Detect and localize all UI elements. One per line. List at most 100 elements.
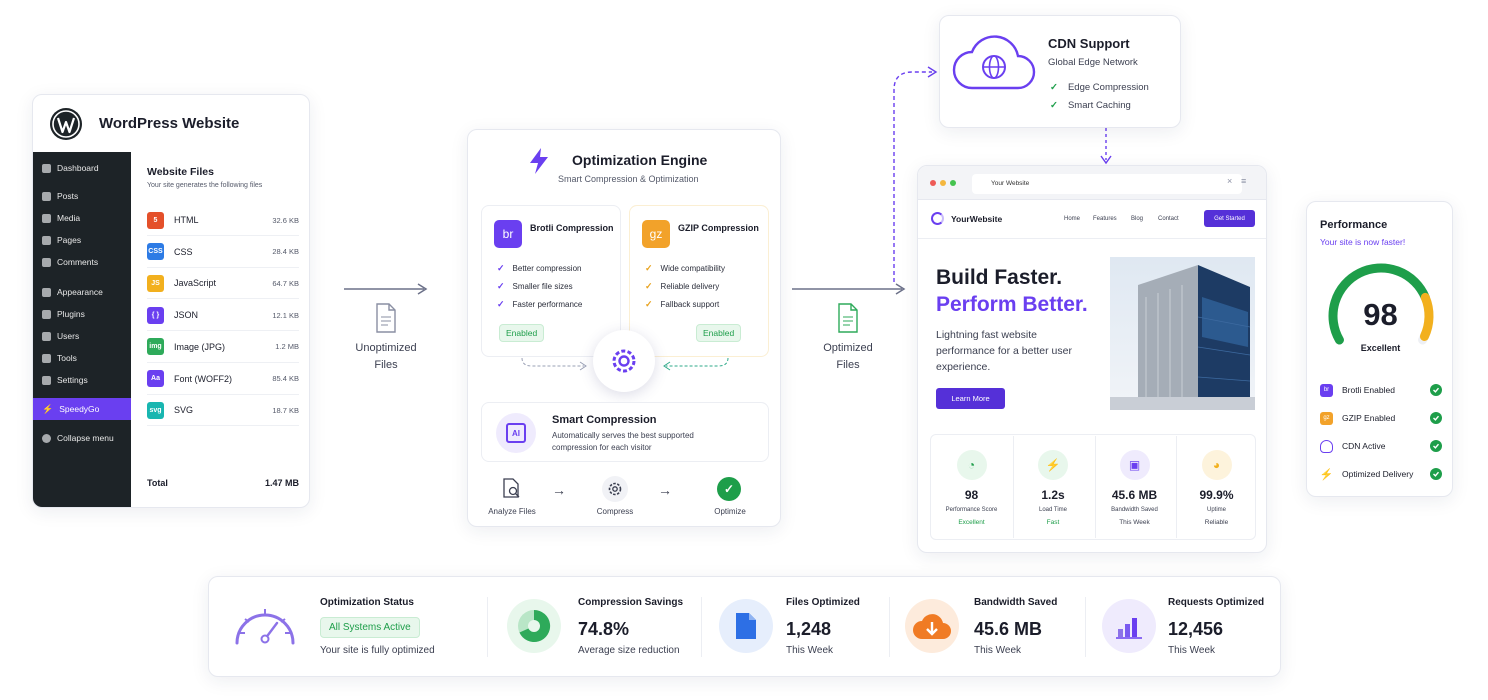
nav-label: Pages	[57, 235, 82, 245]
gzip-icon: gz	[1320, 411, 1333, 425]
site-nav-contact[interactable]: Contact	[1158, 216, 1179, 222]
feature-item: ✓Faster performance	[497, 299, 582, 310]
perf-item-label: Optimized Delivery	[1342, 469, 1414, 479]
window-maximize-dot[interactable]	[950, 180, 956, 186]
learn-more-button[interactable]: Learn More	[936, 388, 1005, 409]
window-minimize-dot[interactable]	[940, 180, 946, 186]
check-icon: ✓	[1050, 82, 1058, 93]
site-nav-blog[interactable]: Blog	[1131, 216, 1144, 222]
nav-settings[interactable]: Settings	[33, 369, 131, 391]
requests-label: Requests Optimized	[1168, 597, 1265, 608]
divider	[889, 597, 890, 657]
cdn-feature-label: Edge Compression	[1067, 82, 1149, 93]
close-tab-icon[interactable]: ×	[1227, 176, 1233, 186]
pie-icon	[507, 599, 561, 653]
cdn-title: CDN Support	[1048, 36, 1130, 51]
nav-collapse-menu[interactable]: Collapse menu	[33, 427, 131, 449]
wrench-icon	[42, 353, 51, 363]
site-nav-features[interactable]: Features	[1093, 216, 1117, 222]
file-type-icon: 5	[147, 211, 164, 229]
feature-item: ✓Reliable delivery	[645, 281, 719, 292]
stat-sub: This Week	[1119, 519, 1150, 526]
get-started-button[interactable]: Get Started	[1204, 210, 1255, 227]
window-close-dot[interactable]	[930, 180, 936, 186]
nav-media[interactable]: Media	[33, 207, 131, 229]
nav-users[interactable]: Users	[33, 325, 131, 347]
nav-comments[interactable]: Comments	[33, 251, 131, 273]
speed-icon: ◔	[956, 450, 987, 480]
check-circle-icon	[1430, 384, 1442, 396]
nav-label: Comments	[57, 257, 99, 267]
flow-label-line: Optimized	[823, 342, 873, 354]
menu-icon[interactable]: ≡	[1241, 176, 1247, 186]
check-circle-icon	[1430, 412, 1442, 424]
check-icon: ✓	[645, 299, 653, 309]
divider	[487, 597, 488, 657]
divider	[701, 597, 702, 657]
file-size: 32.6 KB	[272, 215, 299, 225]
check-icon: ✓	[1050, 100, 1058, 111]
bandwidth-label: Bandwidth Saved	[974, 597, 1058, 608]
check-circle-icon	[1430, 468, 1442, 480]
savings-label: Compression Savings	[578, 597, 684, 608]
smart-desc-1: Automatically serves the best supported	[552, 431, 694, 440]
file-type-icon: svg	[147, 401, 164, 419]
smart-desc-2: compression for each visitor	[552, 443, 652, 452]
step-compress: Compress	[596, 507, 634, 516]
website-files: Website Files Your site generates the fo…	[131, 152, 309, 507]
step-arrow: →	[552, 482, 566, 498]
media-icon	[42, 213, 51, 223]
nav-label: Plugins	[57, 309, 85, 319]
nav-appearance[interactable]: Appearance	[33, 281, 131, 303]
file-type-icon: JS	[147, 274, 164, 292]
nav-label: Media	[57, 213, 81, 223]
nav-pages[interactable]: Pages	[33, 229, 131, 251]
site-nav-home[interactable]: Home	[1064, 216, 1081, 222]
file-name: Image (JPG)	[174, 341, 226, 352]
analyze-icon	[500, 477, 524, 501]
stat-sub: Fast	[1046, 519, 1060, 526]
nav-label: Appearance	[57, 287, 103, 297]
uptime-icon: ◕	[1201, 450, 1232, 480]
browser-tab[interactable]: Your Website	[972, 174, 1242, 194]
nav-label: Collapse menu	[57, 433, 114, 443]
perf-item-label: Brotli Enabled	[1342, 385, 1395, 395]
file-size: 12.1 KB	[272, 310, 299, 320]
nav-dashboard[interactable]: Dashboard	[33, 157, 131, 179]
plugin-icon	[42, 309, 51, 319]
engine-subtitle: Smart Compression & Optimization	[558, 174, 699, 184]
nav-tools[interactable]: Tools	[33, 347, 131, 369]
stat-value: 99.9%	[1199, 488, 1234, 502]
cdn-feature-label: Smart Caching	[1067, 100, 1131, 111]
savings-sub: Average size reduction	[578, 645, 680, 656]
bolt-icon: ⚡	[42, 403, 54, 414]
nav-posts[interactable]: Posts	[33, 185, 131, 207]
nav-label: Settings	[57, 375, 88, 385]
file-name: Font (WOFF2)	[174, 373, 232, 384]
bandwidth-sub: This Week	[974, 645, 1022, 656]
file-type-icon: img	[147, 338, 164, 356]
stat-value: 98	[964, 488, 979, 502]
nav-label: Tools	[57, 353, 77, 363]
feature-item: ✓Smaller file sizes	[497, 281, 573, 292]
stat-label: Performance Score	[945, 507, 998, 513]
nav-plugins[interactable]: Plugins	[33, 303, 131, 325]
check-icon: ✓	[497, 263, 505, 273]
dashboard-icon	[42, 163, 51, 173]
brand-name: YourWebsite	[951, 214, 1003, 224]
file-size: 85.4 KB	[272, 374, 299, 383]
brotli-title: Brotli Compression	[530, 223, 614, 233]
cdn-support-card: CDN Support Global Edge Network ✓Edge Co…	[939, 15, 1181, 128]
file-type-icon: { }	[147, 306, 164, 324]
nav-speedygo[interactable]: ⚡SpeedyGo	[33, 398, 131, 420]
files-optimized-sub: This Week	[786, 645, 834, 656]
building-image	[1110, 257, 1255, 410]
